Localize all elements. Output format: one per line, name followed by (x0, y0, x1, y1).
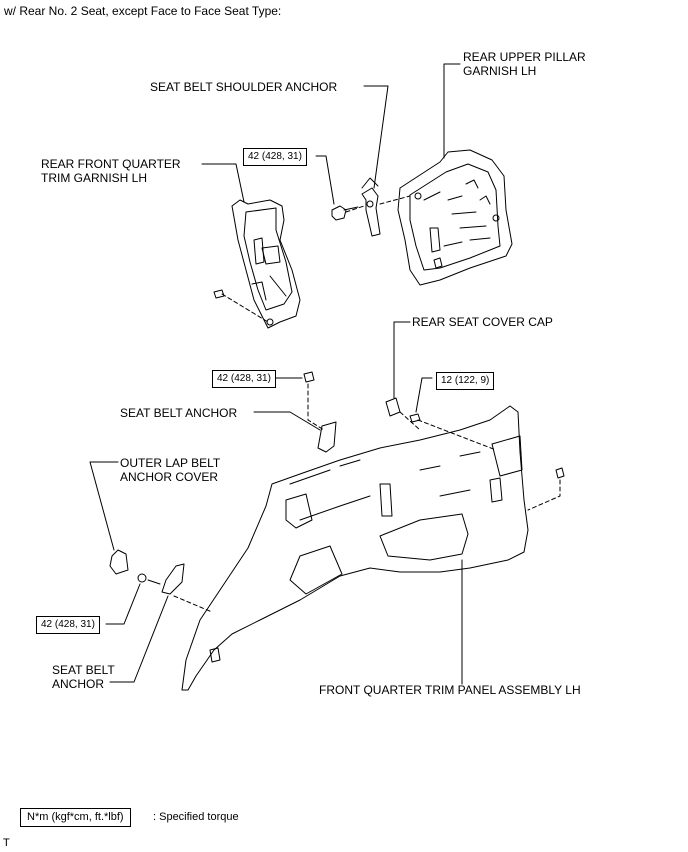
label-line: REAR FRONT QUARTER (41, 157, 181, 171)
footer-mark: T (3, 837, 10, 849)
label-line: ANCHOR (52, 677, 105, 691)
torque-seat-belt-anchor-bolt: 42 (428, 31) (212, 370, 276, 388)
label-line: TRIM GARNISH LH (41, 171, 148, 185)
label-outer-lap-belt-anchor-cover: OUTER LAP BELT ANCHOR COVER (120, 456, 220, 484)
label-rear-front-quarter-trim-garnish: REAR FRONT QUARTER TRIM GARNISH LH (41, 157, 181, 185)
legend-description: : Specified torque (153, 811, 239, 823)
torque-shoulder-anchor-bolt: 42 (428, 31) (243, 148, 307, 166)
leader-lines (89, 63, 463, 685)
label-line: GARNISH LH (463, 64, 537, 78)
torque-lap-anchor-bolt: 42 (428, 31) (36, 616, 100, 634)
rear-seat-cover-cap-part (385, 397, 421, 423)
front-quarter-trim-panel-part (109, 405, 565, 691)
label-line: SEAT BELT (52, 663, 115, 677)
assembly-lines (173, 195, 561, 613)
rear-front-quarter-trim-garnish-part (213, 199, 301, 329)
label-seat-belt-shoulder-anchor: SEAT BELT SHOULDER ANCHOR (150, 80, 338, 94)
label-seat-belt-anchor-lower: SEAT BELT ANCHOR (52, 663, 115, 691)
legend-unit-box: N*m (kgf*cm, ft.*lbf) (20, 808, 131, 827)
rear-upper-pillar-garnish-part (397, 149, 513, 286)
label-seat-belt-anchor-upper: SEAT BELT ANCHOR (120, 406, 238, 420)
label-front-quarter-trim-panel: FRONT QUARTER TRIM PANEL ASSEMBLY LH (319, 683, 581, 697)
label-rear-upper-pillar-garnish: REAR UPPER PILLAR GARNISH LH (463, 50, 586, 78)
seat-belt-shoulder-anchor-part (331, 177, 381, 237)
torque-cover-cap-bolt: 12 (122, 9) (436, 372, 495, 390)
label-rear-seat-cover-cap: REAR SEAT COVER CAP (412, 315, 553, 329)
label-line: REAR UPPER PILLAR (463, 50, 586, 64)
seat-belt-anchor-upper-part (303, 371, 337, 453)
page-title: w/ Rear No. 2 Seat, except Face to Face … (4, 4, 282, 18)
label-line: OUTER LAP BELT (120, 456, 221, 470)
label-line: ANCHOR COVER (120, 470, 219, 484)
